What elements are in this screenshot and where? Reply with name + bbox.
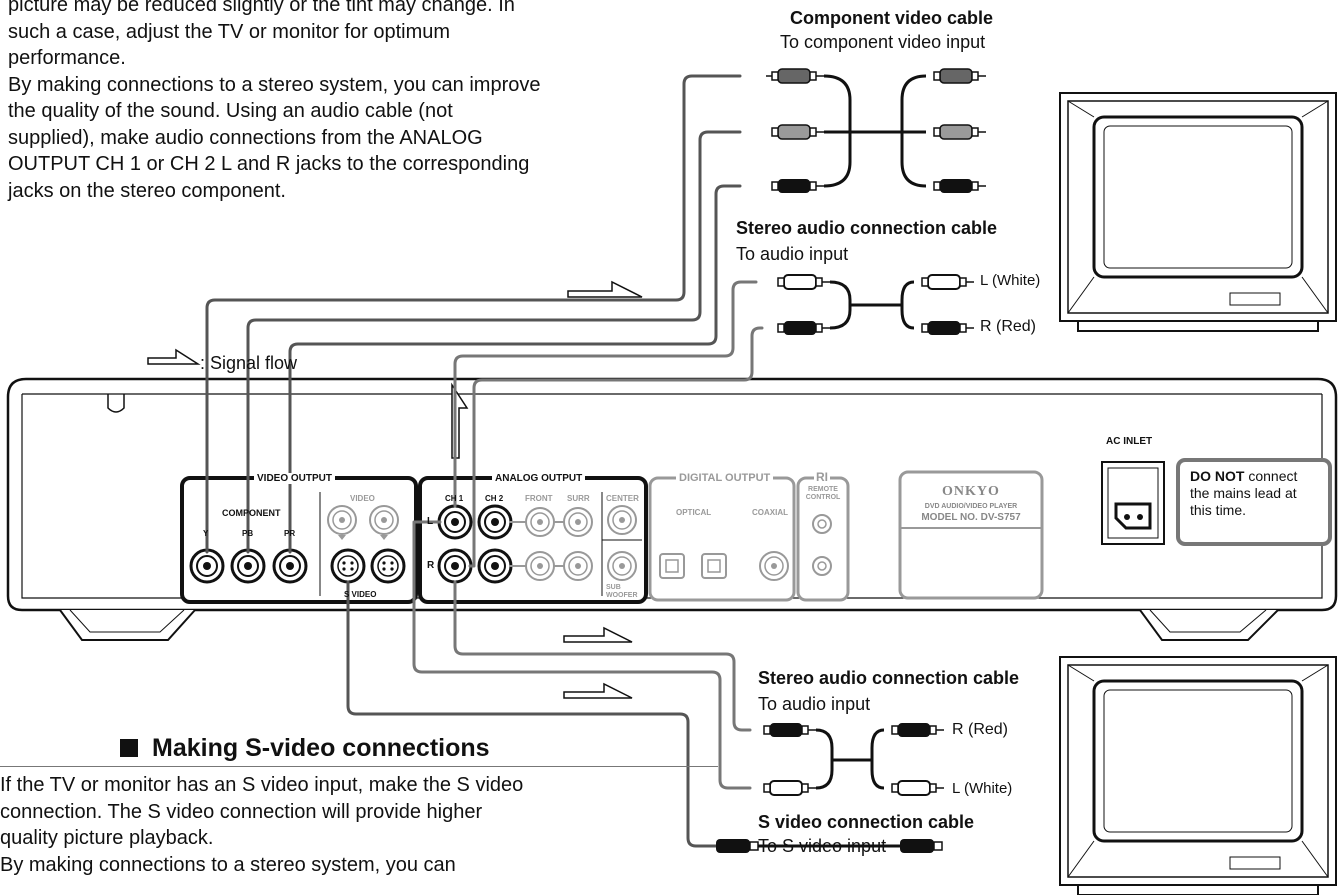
optical-label: OPTICAL bbox=[676, 508, 712, 517]
label-pb: PB bbox=[242, 529, 254, 538]
digital-output-label: DIGITAL OUTPUT bbox=[676, 472, 774, 484]
audio-cable-sub-top: To audio input bbox=[736, 244, 849, 264]
tv-monitor-top bbox=[1058, 91, 1338, 333]
label-l-white-top: L (White) bbox=[980, 272, 1041, 289]
remote-jack-2 bbox=[812, 556, 832, 576]
video-label: VIDEO bbox=[350, 494, 375, 503]
label-l-white-bottom: L (White) bbox=[952, 780, 1013, 797]
intro-line: such a case, adjust the TV or monitor fo… bbox=[8, 20, 451, 43]
intro-line: jacks on the stereo component. bbox=[8, 179, 286, 202]
product-label: DVD AUDIO/VIDEO PLAYER bbox=[924, 503, 1018, 510]
label-r-red-bottom: R (Red) bbox=[952, 721, 1009, 738]
analog-output-label: ANALOG OUTPUT bbox=[492, 473, 586, 484]
optical-jack-2 bbox=[701, 553, 727, 579]
optical-jack-1 bbox=[659, 553, 685, 579]
digital-output-box bbox=[648, 476, 796, 602]
brand-logo: ONKYO bbox=[942, 484, 1000, 499]
signal-flow-legend-arrow bbox=[147, 348, 201, 365]
jack-subwoofer bbox=[607, 551, 637, 581]
label-surr: SURR bbox=[567, 494, 590, 503]
jack-ch1-l bbox=[437, 504, 473, 540]
label-ch1: CH 1 bbox=[445, 494, 464, 503]
stereo-audio-cable-bottom bbox=[763, 722, 945, 796]
jack-center bbox=[607, 505, 637, 535]
component-cable-sub: To component video input bbox=[780, 32, 986, 52]
svideo-cable-title: S video connection cable bbox=[758, 812, 975, 832]
section-line: By making connections to a stereo system… bbox=[0, 853, 456, 876]
section-line: quality picture playback. bbox=[0, 827, 214, 849]
jack-surr-r bbox=[563, 551, 593, 581]
jack-pr bbox=[272, 548, 308, 584]
ac-inlet-label: AC INLET bbox=[1106, 436, 1153, 447]
s-video-label: S VIDEO bbox=[344, 590, 377, 599]
label-l: L bbox=[427, 516, 434, 527]
label-subwoofer: SUB WOOFER bbox=[606, 584, 638, 599]
section-heading: Making S-video connections bbox=[120, 734, 490, 763]
label-ch2: CH 2 bbox=[485, 494, 504, 503]
intro-paragraph: picture may be reduced slightly or the t… bbox=[8, 0, 540, 204]
section-line: If the TV or monitor has an S video inpu… bbox=[0, 774, 524, 796]
video-output-box bbox=[180, 476, 418, 604]
signal-flow-arrow bbox=[563, 626, 633, 643]
svideo-cable-sub: To S video input bbox=[758, 836, 887, 856]
component-label: COMPONENT bbox=[222, 508, 281, 518]
jack-ch1-r bbox=[437, 548, 473, 584]
heading-square-icon bbox=[120, 739, 138, 757]
jack-video-2 bbox=[369, 505, 399, 535]
audio-cable-title-bottom: Stereo audio connection cable bbox=[758, 668, 1020, 688]
intro-line: picture may be reduced slightly or the t… bbox=[8, 0, 515, 16]
intro-line: performance. bbox=[8, 47, 126, 69]
heading-rule bbox=[0, 766, 718, 767]
remote-jack-1 bbox=[812, 514, 832, 534]
stereo-audio-cable-top bbox=[777, 274, 975, 336]
jack-svideo-1 bbox=[330, 548, 366, 584]
label-front: FRONT bbox=[525, 494, 553, 503]
jack-surr-l bbox=[563, 507, 593, 537]
label-r: R bbox=[427, 560, 435, 571]
jack-ch2-l bbox=[477, 504, 513, 540]
svideo-paragraph: If the TV or monitor has an S video inpu… bbox=[0, 772, 523, 878]
jack-front-r bbox=[525, 551, 555, 581]
ri-label: RI bbox=[814, 470, 830, 484]
intro-line: supplied), make audio connections from t… bbox=[8, 126, 483, 149]
signal-flow-arrow bbox=[563, 682, 633, 699]
signal-flow-arrow bbox=[567, 280, 643, 298]
signal-flow-legend: : Signal flow bbox=[200, 353, 298, 373]
mains-warning: DO NOT connect the mains lead at this ti… bbox=[1176, 458, 1332, 546]
label-y: Y bbox=[203, 529, 209, 538]
s-video-cable bbox=[716, 839, 943, 853]
coaxial-jack bbox=[759, 551, 789, 581]
jack-svideo-2 bbox=[370, 548, 406, 584]
label-center: CENTER bbox=[606, 494, 639, 503]
jack-ch2-r bbox=[477, 548, 513, 584]
intro-line: the quality of the sound. Using an audio… bbox=[8, 100, 453, 122]
audio-cable-title-top: Stereo audio connection cable bbox=[736, 218, 998, 238]
component-video-cable bbox=[766, 68, 987, 194]
jack-front-l bbox=[525, 507, 555, 537]
component-cable-title: Component video cable bbox=[790, 8, 994, 28]
remote-control-label: REMOTE CONTROL bbox=[805, 486, 841, 501]
intro-line: OUTPUT CH 1 or CH 2 L and R jacks to the… bbox=[8, 153, 530, 175]
jack-video-1 bbox=[327, 505, 357, 535]
coaxial-label: COAXIAL bbox=[752, 508, 788, 517]
jack-y bbox=[189, 548, 225, 584]
model-label: MODEL NO. DV-S757 bbox=[921, 512, 1021, 523]
audio-cable-sub-bottom: To audio input bbox=[758, 694, 871, 714]
tv-monitor-bottom bbox=[1058, 655, 1338, 895]
label-pr: PR bbox=[284, 529, 296, 538]
brand-plate bbox=[898, 470, 1044, 600]
section-line: connection. The S video connection will … bbox=[0, 800, 483, 823]
jack-pb bbox=[230, 548, 266, 584]
label-r-red-top: R (Red) bbox=[980, 318, 1037, 335]
intro-line: By making connections to a stereo system… bbox=[8, 73, 541, 96]
video-output-label: VIDEO OUTPUT bbox=[254, 473, 336, 484]
